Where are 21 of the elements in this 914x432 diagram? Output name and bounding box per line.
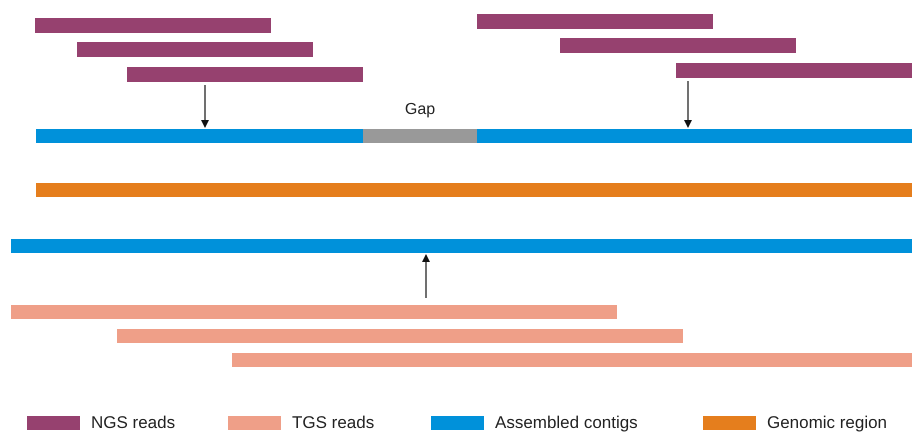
tgs-read-bar bbox=[117, 329, 683, 343]
arrow bbox=[201, 85, 209, 128]
legend-label: NGS reads bbox=[91, 413, 176, 432]
tgs-read-bar bbox=[11, 305, 617, 319]
arrow bbox=[422, 254, 430, 298]
legend-label: TGS reads bbox=[292, 413, 374, 432]
arrow bbox=[684, 81, 692, 128]
contig-bar bbox=[11, 239, 912, 253]
ngs-read-bar bbox=[35, 18, 271, 33]
genomic-region-bar bbox=[36, 183, 912, 197]
ngs-read-bar bbox=[477, 14, 713, 29]
contig-bar bbox=[477, 129, 912, 143]
ngs-read-bar bbox=[676, 63, 912, 78]
legend-label: Genomic region bbox=[767, 413, 888, 432]
legend-label: Assembled contigs bbox=[495, 413, 638, 432]
ngs-read-bar bbox=[127, 67, 363, 82]
contig-bar bbox=[36, 129, 363, 143]
gap-label: Gap bbox=[404, 101, 436, 119]
ngs-read-bar bbox=[560, 38, 796, 53]
tgs-read-bar bbox=[232, 353, 912, 367]
ngs-read-bar bbox=[77, 42, 313, 57]
